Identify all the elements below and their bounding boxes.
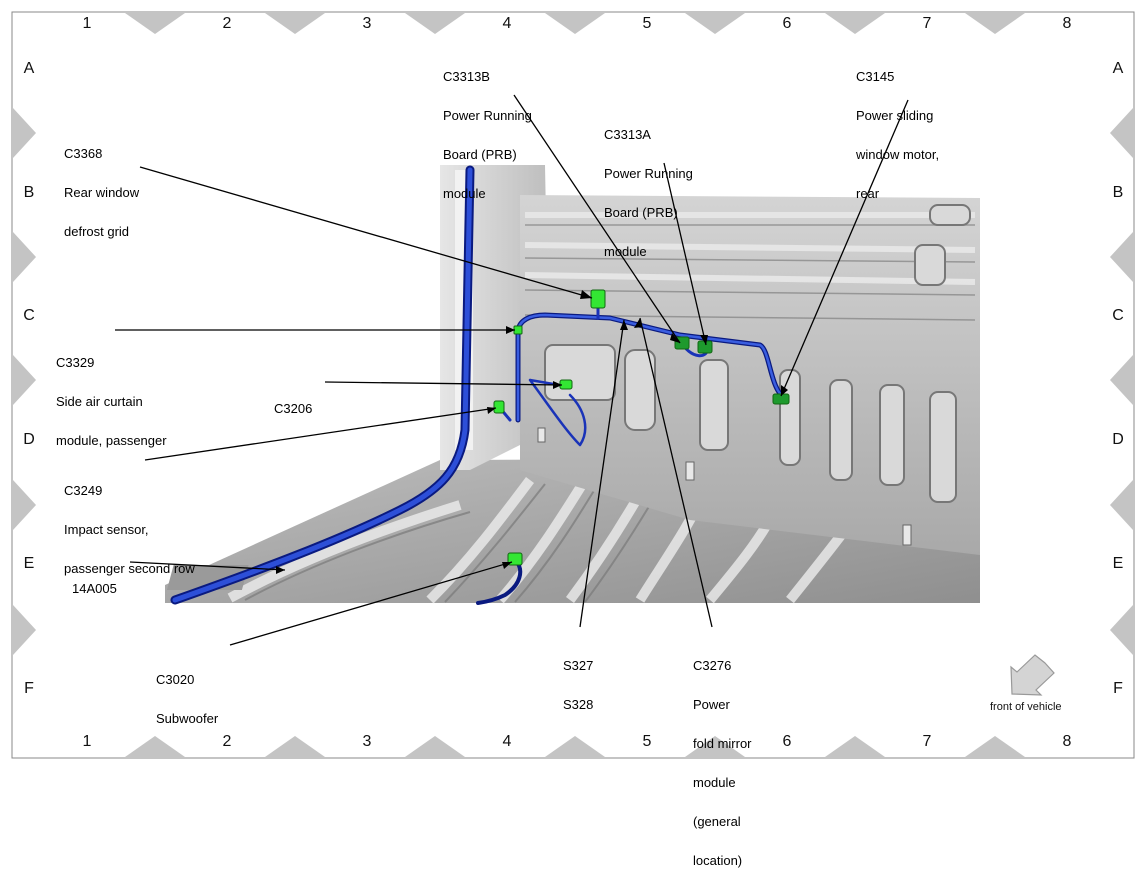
- callout-c3313a: C3313A Power Running Board (PRB) module: [604, 102, 693, 271]
- column-label: 4: [502, 15, 512, 32]
- row-label: D: [1112, 431, 1124, 448]
- row-label: A: [23, 60, 35, 77]
- callout-line: fold mirror: [693, 736, 752, 751]
- callout-line: Rear window: [64, 185, 140, 200]
- column-label: 1: [82, 15, 92, 32]
- panel-openings: [544, 204, 971, 503]
- callout-line: C3276: [693, 658, 732, 673]
- callout-line: S328: [563, 697, 594, 712]
- connector-c3249: [493, 400, 505, 414]
- callout-line: Power sliding: [856, 108, 934, 123]
- diagram-canvas: [11, 11, 1135, 759]
- callout-c3020: C3020 Subwoofer: [156, 647, 218, 738]
- callout-line: module: [443, 186, 486, 201]
- callout-line: C3368: [64, 146, 103, 161]
- row-label: E: [23, 555, 35, 572]
- callout-line: passenger second row: [64, 561, 195, 576]
- callout-line: window motor,: [856, 147, 940, 162]
- row-label: F: [1113, 680, 1123, 697]
- diagram-border: [11, 11, 1135, 759]
- column-label: 7: [922, 733, 932, 750]
- callout-line: rear: [856, 186, 880, 201]
- column-label: 4: [502, 733, 512, 750]
- row-label: C: [1112, 307, 1124, 324]
- row-label: B: [23, 184, 35, 201]
- callout-line: C3249: [64, 483, 103, 498]
- callout-14a005: 14A005: [72, 556, 117, 608]
- callout-line: location): [693, 853, 743, 868]
- callout-c3206: C3206: [274, 376, 312, 428]
- callout-c3145: C3145 Power sliding window motor, rear: [856, 44, 939, 213]
- callout-c3249: C3249 Impact sensor, passenger second ro…: [64, 458, 195, 588]
- callout-line: Power: [693, 697, 730, 712]
- front-of-vehicle-label: front of vehicle: [990, 701, 1062, 713]
- leader-lines: [115, 94, 909, 646]
- callout-line: C3145: [856, 69, 895, 84]
- callout-line: C3020: [156, 672, 195, 687]
- row-label: F: [24, 680, 34, 697]
- callout-line: S327: [563, 658, 594, 673]
- row-label: C: [23, 307, 35, 324]
- callout-line: module: [693, 775, 736, 790]
- column-label: 7: [922, 15, 932, 32]
- row-label: B: [1112, 184, 1124, 201]
- rear-panel: [520, 195, 980, 555]
- column-label: 2: [222, 733, 232, 750]
- column-label: 8: [1062, 15, 1072, 32]
- callout-c3313b: C3313B Power Running Board (PRB) module: [443, 44, 532, 213]
- callout-line: module, passenger: [56, 433, 167, 448]
- column-label: 6: [782, 15, 792, 32]
- callout-line: Impact sensor,: [64, 522, 149, 537]
- callout-line: Board (PRB): [443, 147, 517, 162]
- callout-line: C3313A: [604, 127, 651, 142]
- callout-line: C3313B: [443, 69, 490, 84]
- callout-line: module: [604, 244, 647, 259]
- connector-c3329: [513, 325, 523, 335]
- grid-markers: [13, 13, 1133, 757]
- column-label: 5: [642, 15, 652, 32]
- floor-ribs: [227, 476, 849, 604]
- callout-line: 14A005: [72, 581, 117, 596]
- callout-line: (general: [693, 814, 741, 829]
- callout-line: defrost grid: [64, 224, 130, 239]
- leader-arrowheads: [276, 290, 788, 574]
- callout-line: Board (PRB): [604, 205, 678, 220]
- column-label: 3: [362, 733, 372, 750]
- column-label: 2: [222, 15, 232, 32]
- callout-line: C3329: [56, 355, 95, 370]
- callout-line: C3206: [274, 401, 313, 416]
- row-label: A: [1112, 60, 1124, 77]
- row-label: D: [23, 431, 35, 448]
- callout-c3329: C3329 Side air curtain module, passenger: [56, 330, 167, 460]
- callout-line: Power Running: [443, 108, 532, 123]
- column-label: 3: [362, 15, 372, 32]
- wiring-harness: [170, 165, 788, 605]
- callout-c3368: C3368 Rear window defrost grid: [64, 121, 139, 251]
- callout-s327-s328: S327 S328: [563, 633, 593, 724]
- column-label: 6: [782, 733, 792, 750]
- front-arrow-icon: [1010, 654, 1055, 696]
- column-label: 5: [642, 733, 652, 750]
- connector-c3368: [590, 289, 606, 309]
- callout-line: Subwoofer: [156, 711, 219, 726]
- column-label: 1: [82, 733, 92, 750]
- callout-line: Side air curtain: [56, 394, 143, 409]
- callout-line: Power Running: [604, 166, 693, 181]
- column-label: 8: [1062, 733, 1072, 750]
- callout-c3276: C3276 Power fold mirror module (general …: [693, 633, 752, 880]
- row-label: E: [1112, 555, 1124, 572]
